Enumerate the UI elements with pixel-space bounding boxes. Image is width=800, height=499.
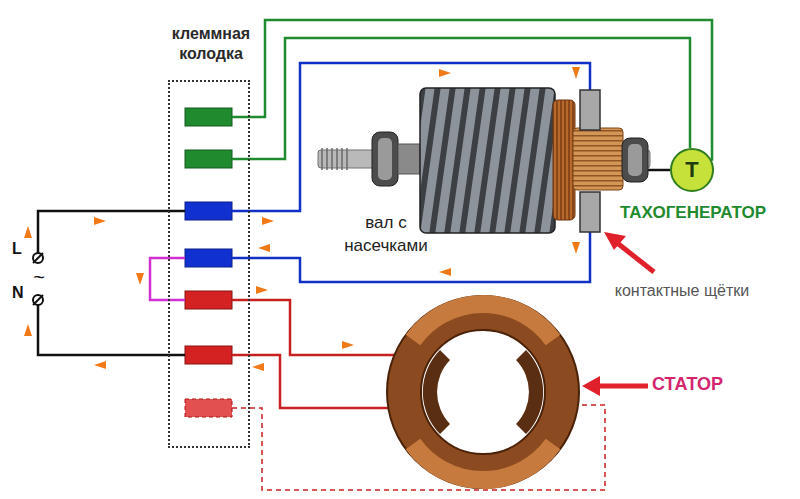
flow-arrow [94, 361, 106, 369]
pole-shoe [423, 350, 450, 434]
part-label: ТАХОГЕНЕРАТОР [620, 203, 796, 223]
stator-bore [421, 330, 545, 454]
flow-arrow [136, 273, 144, 285]
pointer-line [616, 242, 654, 272]
part-label: контактные щётки [612, 281, 752, 301]
ac-symbol: ~ [31, 266, 47, 289]
flow-arrow [24, 324, 32, 336]
tacho-letter: T [685, 157, 698, 183]
terminal-slash [33, 295, 43, 305]
green-stub [232, 116, 250, 119]
terminal [185, 249, 232, 267]
stator-body [387, 296, 579, 488]
terminal-block: клеммная колодка [168, 80, 250, 448]
armature [420, 88, 555, 233]
part-label: СТАТОР [652, 374, 782, 395]
shaft-collar [398, 144, 420, 174]
bearing-ring [378, 138, 392, 180]
terminals [185, 108, 232, 417]
bearing-ring [628, 144, 642, 176]
winding [553, 100, 575, 220]
neutral-label: N [12, 284, 28, 302]
terminal-symbol [33, 295, 43, 305]
bearing [372, 132, 398, 186]
tachogenerator-circle: T [670, 148, 714, 192]
flow-arrow [262, 217, 274, 225]
flow-arrow [572, 242, 580, 254]
terminal [185, 108, 232, 126]
flow-arrow [94, 217, 106, 225]
current-arrows [24, 67, 580, 371]
block-heading: клеммная колодка [148, 24, 274, 64]
terminal-slash [33, 253, 43, 263]
rotor [318, 88, 650, 233]
flow-arrow [572, 67, 580, 79]
pointer-line [596, 384, 648, 389]
terminal [185, 399, 232, 417]
brush [580, 192, 600, 232]
flow-arrow [252, 363, 264, 371]
pole-shoe [516, 350, 543, 434]
pointer-head [604, 232, 626, 250]
flow-arrow [258, 244, 270, 252]
thread [322, 148, 347, 170]
green-stub [232, 158, 250, 161]
flow-arrow [439, 268, 451, 276]
tacho-wire [250, 20, 712, 161]
flow-arrow [256, 286, 268, 294]
pointer-head [582, 376, 600, 396]
red-wire [232, 355, 391, 408]
flow-arrow [342, 341, 354, 349]
tacho-wire [250, 38, 690, 159]
mains-wire [38, 211, 185, 253]
commutator [573, 128, 623, 190]
red-wire [232, 300, 396, 355]
wires [38, 63, 670, 490]
stator [387, 296, 579, 488]
terminal-symbol [33, 253, 43, 263]
mains-wire [38, 305, 185, 355]
part-label: вал с насечками [326, 212, 446, 258]
terminal [185, 202, 232, 220]
bearing [622, 138, 648, 182]
terminal [185, 150, 232, 168]
brush [580, 90, 600, 130]
terminal [185, 346, 232, 364]
terminal [185, 291, 232, 309]
tacho-shaft-link [648, 169, 670, 172]
line-label: L [12, 240, 28, 258]
flow-arrow [24, 226, 32, 238]
pointer-arrows [582, 232, 654, 396]
flow-arrow [439, 69, 451, 77]
